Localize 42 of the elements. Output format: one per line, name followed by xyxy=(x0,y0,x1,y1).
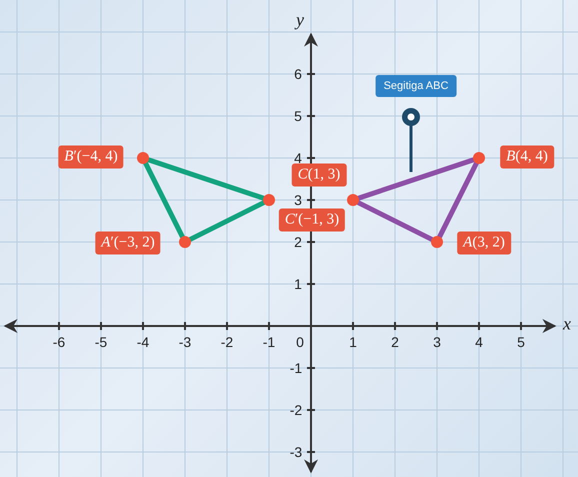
point-label: C(1, 3) xyxy=(292,164,346,186)
point-marker xyxy=(347,194,359,206)
tick-label: 1 xyxy=(349,334,357,350)
point-label: A(3, 2) xyxy=(457,232,511,254)
tick-label: -1 xyxy=(290,360,302,376)
triangle-side xyxy=(143,160,185,240)
tick-label: 3 xyxy=(294,192,302,208)
tick-label: -4 xyxy=(136,334,150,350)
tick-label: 5 xyxy=(517,334,525,350)
tick-label: -5 xyxy=(94,334,108,350)
tick-label: -1 xyxy=(262,334,276,350)
tick-label: -3 xyxy=(290,444,302,460)
triangle-side xyxy=(437,160,479,240)
point-marker xyxy=(431,236,443,248)
triangle-side xyxy=(356,200,434,242)
tick-label: 2 xyxy=(294,234,302,250)
tick-label: -2 xyxy=(290,402,302,418)
point-marker xyxy=(179,236,191,248)
tick-label: -6 xyxy=(52,334,66,350)
point-marker xyxy=(137,152,149,164)
axis-label: y xyxy=(296,10,304,30)
tick-label: 4 xyxy=(294,150,302,166)
point-label: B(4, 4) xyxy=(500,146,554,168)
tick-label: 1 xyxy=(294,276,302,292)
tick-label: 5 xyxy=(294,108,302,124)
point-marker xyxy=(473,152,485,164)
tick-label: -2 xyxy=(220,334,234,350)
triangle-side xyxy=(356,157,476,201)
axis-label: x xyxy=(563,314,571,334)
point-label: C′(−1, 3) xyxy=(278,208,346,232)
tooltip-label: Segitiga ABC xyxy=(376,75,456,97)
triangle-side xyxy=(188,200,266,242)
point-label: B′(−4, 4) xyxy=(58,146,124,168)
tick-label: 0 xyxy=(296,334,304,350)
tick-label: 6 xyxy=(294,66,302,82)
tick-label: 3 xyxy=(433,334,441,350)
tick-label: 2 xyxy=(391,334,399,350)
tick-label: 4 xyxy=(475,334,483,350)
triangle-side xyxy=(146,157,266,201)
point-marker xyxy=(263,194,275,206)
tick-label: -3 xyxy=(178,334,192,350)
point-label: A′(−3, 2) xyxy=(95,232,161,254)
